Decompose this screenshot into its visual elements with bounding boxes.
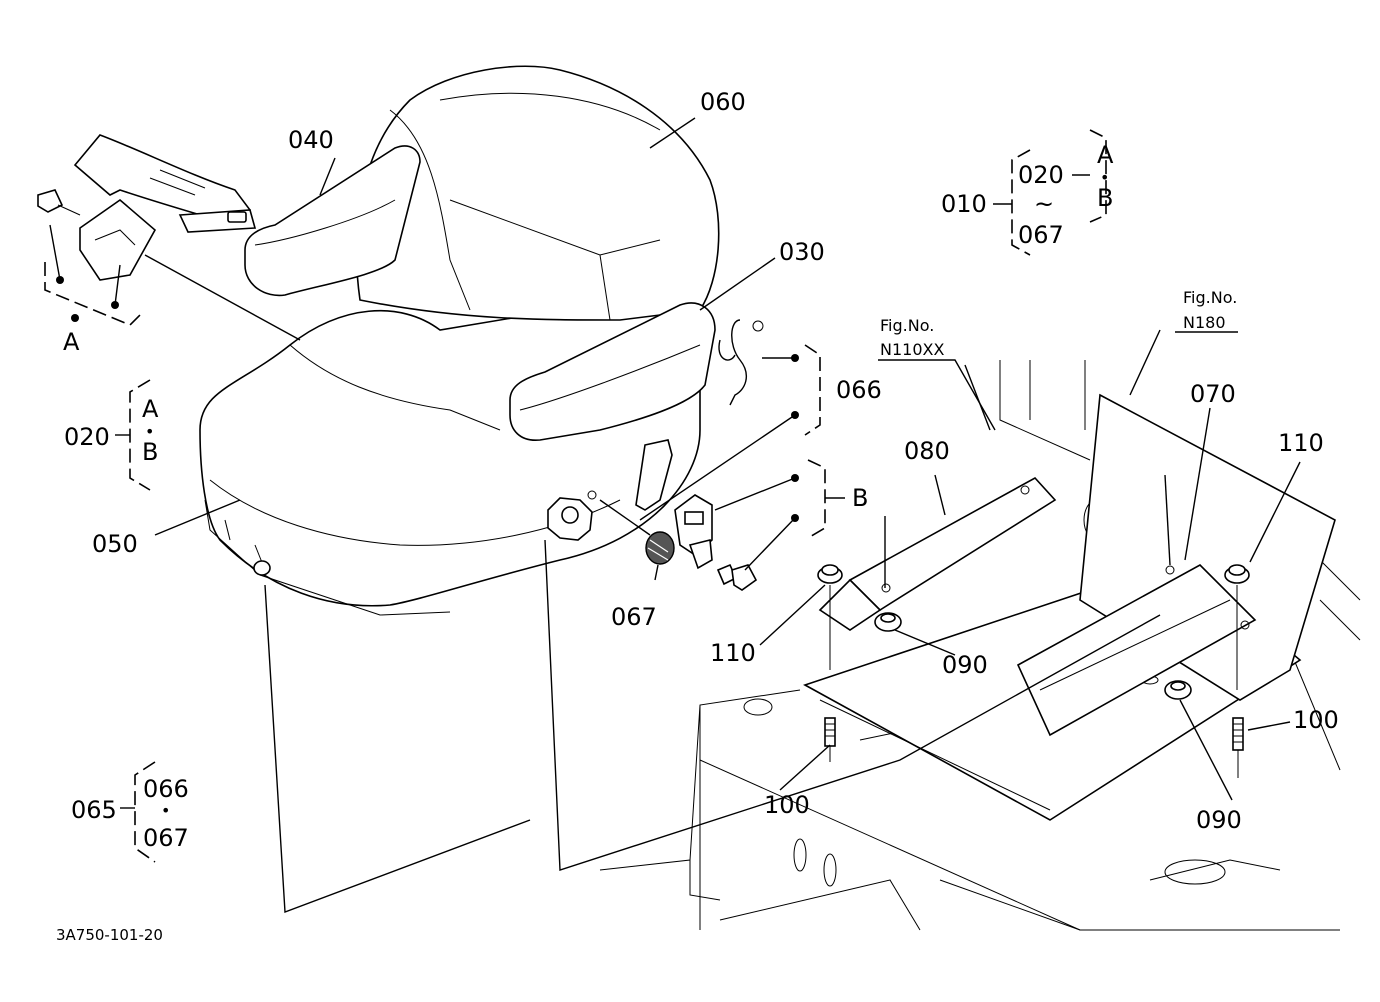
fig-ref-1-title: Fig.No. <box>880 316 934 335</box>
drawing-code: 3A750-101-20 <box>56 926 163 944</box>
group-065-dot: • <box>161 801 170 820</box>
bracket-066 <box>791 344 821 436</box>
label-066: 066 <box>836 376 882 404</box>
label-A: A <box>63 328 80 356</box>
group-010-top: 020 <box>1018 161 1064 189</box>
bolt <box>716 563 758 591</box>
fig-ref-n110xx-leader <box>878 359 996 431</box>
label-B: B <box>852 484 868 512</box>
group-010-tilde: ~ <box>1034 190 1054 218</box>
label-060: 060 <box>700 88 746 116</box>
group-020-sub-a: A <box>142 395 159 423</box>
buckle <box>674 494 713 570</box>
group-010-sub-b: B <box>1097 184 1113 212</box>
armrest-040 <box>244 145 421 297</box>
group-065-main: 065 <box>71 796 117 824</box>
leader-lines <box>49 117 1301 913</box>
label-090-right: 090 <box>1196 806 1242 834</box>
harness-066 <box>718 319 764 406</box>
group-020-sub-dot: • <box>145 422 154 441</box>
bracket-B <box>791 459 845 539</box>
label-050: 050 <box>92 530 138 558</box>
label-110-left: 110 <box>710 639 756 667</box>
stud-100-left <box>824 717 836 762</box>
group-010-main: 010 <box>941 190 987 218</box>
nut-110-left <box>817 564 843 670</box>
seat-rail-080 <box>818 476 1057 631</box>
group-020-main: 020 <box>64 423 110 451</box>
group-010-bottom: 067 <box>1018 221 1064 249</box>
fig-ref-1-number: N110XX <box>880 340 944 359</box>
seat-belt <box>37 134 257 281</box>
mount-090-left <box>874 612 902 632</box>
bracket-020 <box>115 379 151 491</box>
nut-110-right <box>1224 564 1250 690</box>
bracket-065 <box>120 761 156 863</box>
label-090-left: 090 <box>942 651 988 679</box>
floor-frame <box>599 360 1361 931</box>
adjust-lever <box>635 439 673 511</box>
bracket-A-left <box>44 262 141 326</box>
label-100-right: 100 <box>1293 706 1339 734</box>
group-010-sub-a: A <box>1097 141 1114 169</box>
stud-100-right <box>1232 717 1244 778</box>
fig-ref-2-title: Fig.No. <box>1183 288 1237 307</box>
label-070: 070 <box>1190 380 1236 408</box>
mount-090-right <box>1164 680 1192 700</box>
seat-backrest-060 <box>355 65 720 321</box>
fig-ref-2-number: N180 <box>1183 313 1226 332</box>
bracket-010 <box>993 129 1107 256</box>
label-100-left: 100 <box>764 791 810 819</box>
group-065-top: 066 <box>143 775 189 803</box>
seat-rail-070 <box>1016 564 1257 737</box>
group-065-bottom: 067 <box>143 824 189 852</box>
cap-067 <box>645 531 675 565</box>
armrest-030 <box>509 302 716 441</box>
group-010-sub-dot: • <box>1100 168 1109 187</box>
label-040: 040 <box>288 126 334 154</box>
label-080: 080 <box>904 437 950 465</box>
label-030: 030 <box>779 238 825 266</box>
adjust-knob <box>547 490 597 541</box>
label-110-right: 110 <box>1278 429 1324 457</box>
label-067: 067 <box>611 603 657 631</box>
group-020-sub-b: B <box>142 438 158 466</box>
